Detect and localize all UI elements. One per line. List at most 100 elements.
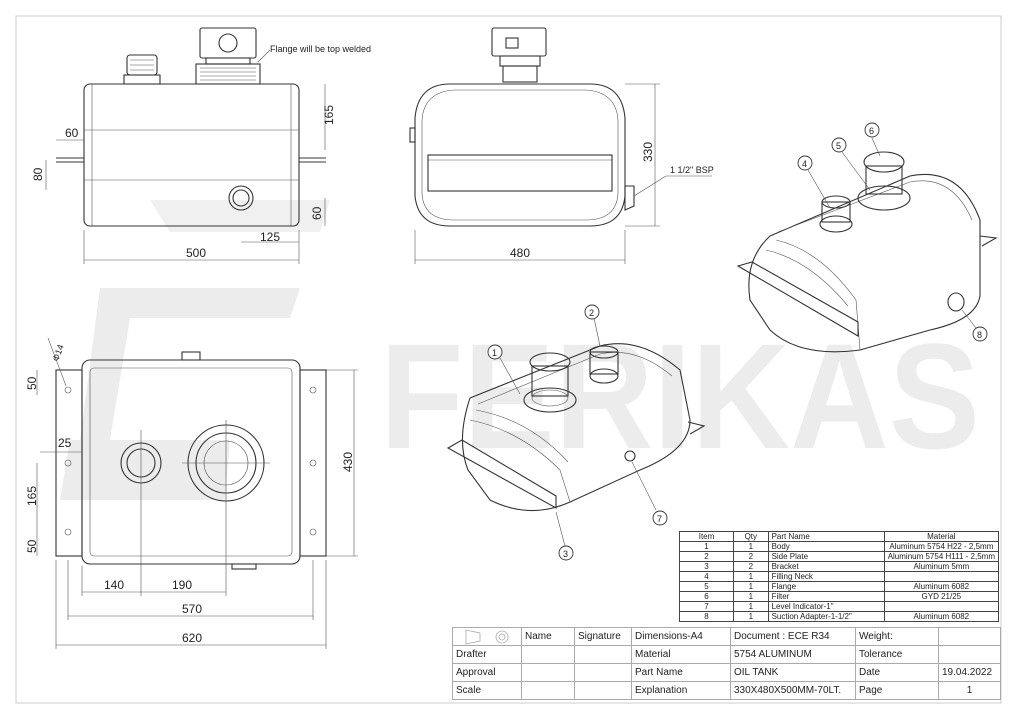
bom-qty: 2: [733, 561, 769, 572]
dim-570: 570: [182, 602, 202, 616]
bom-qty: 1: [733, 611, 769, 622]
side-view: 1 1/2" BSP 330 480: [409, 27, 714, 264]
callout-8: 8: [977, 330, 982, 340]
bom-header-item: Item: [678, 531, 735, 542]
bom-material: Aluminum 5mm: [883, 561, 1000, 572]
dim-430: 430: [341, 452, 355, 472]
dim-50-top: 50: [25, 376, 39, 390]
dim-phi14: Φ14: [50, 343, 65, 363]
watermark-brand: FERIKAS: [380, 312, 980, 480]
dim-330: 330: [641, 142, 655, 162]
callout-5: 5: [836, 141, 841, 151]
bom-qty: 1: [733, 591, 769, 602]
bom-part: Flange: [767, 581, 885, 592]
label-scale: Scale: [452, 681, 522, 700]
bom-part: Side Plate: [767, 551, 885, 562]
bom-header-part: Part Name: [767, 531, 885, 542]
bom-header-row: Item Qty Part Name Material: [678, 531, 1000, 542]
material-value: 5754 ALUMINUM: [730, 645, 856, 664]
dim-165: 165: [322, 105, 336, 125]
bom-item: 1: [678, 541, 735, 552]
bom-part: Body: [767, 541, 885, 552]
part-name-value: OIL TANK: [730, 663, 856, 682]
label-drafter: Drafter: [452, 645, 522, 664]
dimensions-value: Dimensions-A4: [631, 627, 731, 646]
bom-qty: 1: [733, 601, 769, 612]
iso-view-main: 1 2 3 7: [446, 304, 706, 561]
bom-header-qty: Qty: [733, 531, 769, 542]
callout-6: 6: [869, 126, 874, 136]
bom-material: [883, 571, 1000, 582]
dim-140: 140: [104, 578, 124, 592]
bom-qty: 1: [733, 581, 769, 592]
dim-480: 480: [510, 246, 530, 260]
flange-note: Flange will be top welded: [270, 44, 371, 54]
bom-part: Bracket: [767, 561, 885, 572]
title-logo-cell: [452, 627, 522, 646]
bom-material: Aluminum 5754 H111 - 2,5mm: [883, 551, 1000, 562]
bom-item: 2: [678, 551, 735, 562]
sheet-border: [15, 15, 1002, 704]
label-tolerance: Tolerance: [855, 645, 939, 664]
bom-item: 8: [678, 611, 735, 622]
callout-1: 1: [492, 348, 497, 358]
bsp-note: 1 1/2" BSP: [670, 165, 714, 175]
weight-value: [938, 627, 1001, 646]
bom-part: Suction Adapter-1-1/2": [767, 611, 885, 622]
label-name: Name: [521, 627, 575, 646]
callout-4: 4: [802, 159, 807, 169]
front-view: Flange will be top welded 500 125 165 60…: [31, 27, 371, 264]
dim-60-right: 60: [310, 206, 324, 220]
dim-80: 80: [31, 167, 45, 181]
bom-qty: 1: [733, 571, 769, 582]
bom-material: Aluminum 6082: [883, 581, 1000, 592]
label-material: Material: [631, 645, 731, 664]
bom-material: [883, 601, 1000, 612]
bom-item: 6: [678, 591, 735, 602]
label-signature: Signature: [574, 627, 632, 646]
bom-material: Aluminum 6082: [883, 611, 1000, 622]
bom-item: 5: [678, 581, 735, 592]
bom-part: Level Indicator-1": [767, 601, 885, 612]
label-weight: Weight:: [855, 627, 939, 646]
dim-50-bottom: 50: [25, 539, 39, 553]
bom-header-material: Material: [883, 531, 1000, 542]
iso-view-secondary: 4 5 6 8: [736, 122, 998, 353]
top-view: 50 Φ14 25 165 50 430 140 190 570 620: [25, 337, 358, 649]
dim-500: 500: [186, 246, 206, 260]
callout-3: 3: [563, 549, 568, 559]
explanation-value: 330X480X500MM-70LT.: [730, 681, 856, 700]
dim-125: 125: [260, 230, 280, 244]
date-value: 19.04.2022: [938, 663, 1001, 682]
dim-25: 25: [58, 436, 72, 450]
dim-60-left: 60: [65, 126, 79, 140]
label-explanation: Explanation: [631, 681, 731, 700]
label-part-name: Part Name: [631, 663, 731, 682]
bom-part: Filter: [767, 591, 885, 602]
bom-part: Filling Neck: [767, 571, 885, 582]
bom-item: 4: [678, 571, 735, 582]
label-approval: Approval: [452, 663, 522, 682]
dim-620: 620: [182, 631, 202, 645]
bom-qty: 1: [733, 541, 769, 552]
bom-item: 3: [678, 561, 735, 572]
label-page: Page: [855, 681, 939, 700]
bom-item: 7: [678, 601, 735, 612]
bom-material: Aluminum 5754 H22 - 2,5mm: [883, 541, 1000, 552]
label-date: Date: [855, 663, 939, 682]
page-value: 1: [938, 681, 1001, 700]
callout-7: 7: [657, 514, 662, 524]
callout-2: 2: [589, 308, 594, 318]
document-value: Document : ECE R34: [730, 627, 856, 646]
watermark: FERIKAS: [60, 200, 980, 500]
title-block: Name Signature Dimensions-A4 Document : …: [452, 627, 1001, 700]
bom-material: GYD 21/25: [883, 591, 1000, 602]
